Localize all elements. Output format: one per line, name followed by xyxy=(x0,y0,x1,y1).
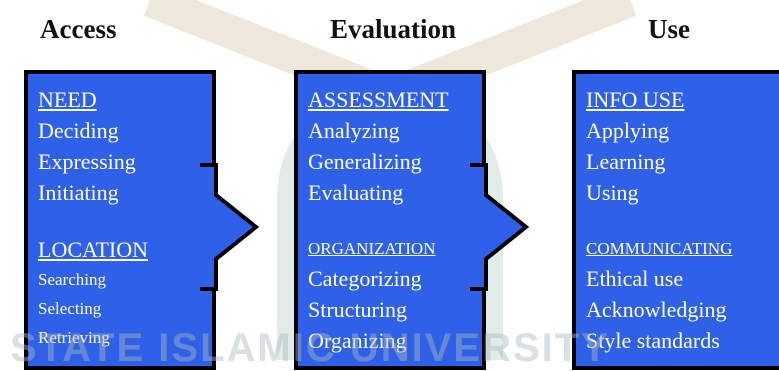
heading-use: Use xyxy=(648,14,690,44)
arrow-right-icon xyxy=(470,163,530,291)
use-box: INFO USE Applying Learning Using COMMUNI… xyxy=(572,70,779,370)
arrow-right-icon xyxy=(200,163,260,291)
list-item: Expressing xyxy=(38,149,136,174)
list-item: Generalizing xyxy=(308,149,422,174)
list-item: Analyzing xyxy=(308,118,400,143)
list-item: Using xyxy=(586,180,639,205)
list-item: Acknowledging xyxy=(586,297,727,322)
list-item: Initiating xyxy=(38,180,119,205)
list-item: Structuring xyxy=(308,297,407,322)
list-item: Organizing xyxy=(308,328,407,353)
list-item: Applying xyxy=(586,118,670,143)
list-item: Evaluating xyxy=(308,180,404,205)
list-item: Deciding xyxy=(38,118,119,143)
list-item: Searching xyxy=(38,270,106,289)
section-title: LOCATION xyxy=(38,237,148,262)
access-box: NEED Deciding Expressing Initiating LOCA… xyxy=(24,70,216,370)
section-title: COMMUNICATING xyxy=(586,239,733,258)
list-item: Ethical use xyxy=(586,266,684,291)
section-title: ORGANIZATION xyxy=(308,239,436,258)
list-item: Categorizing xyxy=(308,266,422,291)
list-item: Learning xyxy=(586,149,666,174)
list-item: Style standards xyxy=(586,328,720,353)
list-item: Selecting xyxy=(38,299,102,318)
section-title: NEED xyxy=(38,87,97,112)
heading-access: Access xyxy=(40,14,117,44)
section-title: INFO USE xyxy=(586,87,685,112)
evaluation-box: ASSESSMENT Analyzing Generalizing Evalua… xyxy=(294,70,486,370)
heading-evaluation: Evaluation xyxy=(330,14,457,44)
section-title: ASSESSMENT xyxy=(308,87,449,112)
list-item: Retrieving xyxy=(38,328,110,347)
